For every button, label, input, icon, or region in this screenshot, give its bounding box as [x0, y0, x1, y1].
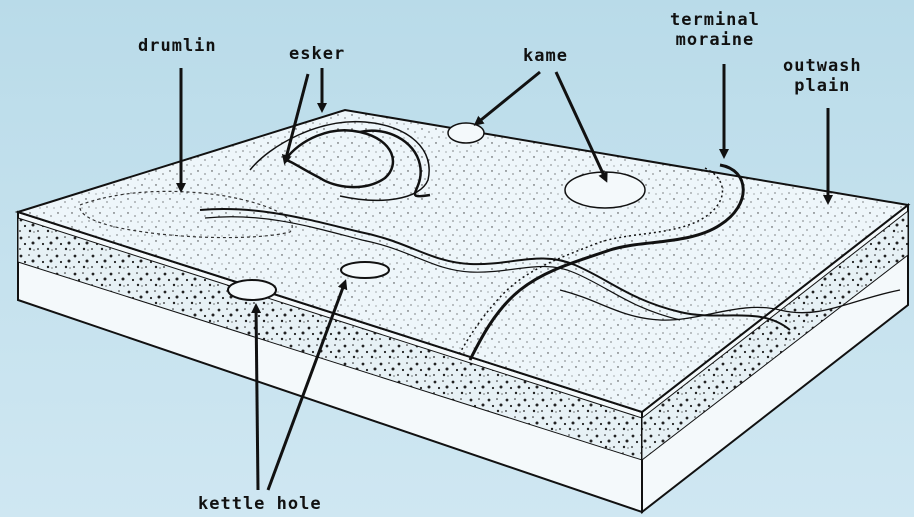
label-terminal-line2: moraine — [670, 30, 760, 50]
kettle-hole-right — [341, 262, 389, 278]
label-terminal-moraine: terminal moraine — [670, 10, 760, 50]
label-outwash-line2: plain — [783, 76, 862, 96]
label-outwash-plain: outwash plain — [783, 56, 862, 96]
label-kame: kame — [523, 46, 568, 66]
kame-mound-left — [448, 123, 484, 143]
label-esker: esker — [289, 44, 345, 64]
label-kettle-hole: kettle hole — [198, 494, 322, 514]
kettle-hole-left — [228, 280, 276, 300]
label-drumlin: drumlin — [138, 36, 217, 56]
label-outwash-line1: outwash — [783, 56, 862, 76]
kettle-hole-arrow-left — [256, 306, 258, 490]
kame-arrow-left — [476, 72, 540, 124]
label-terminal-line1: terminal — [670, 10, 760, 30]
